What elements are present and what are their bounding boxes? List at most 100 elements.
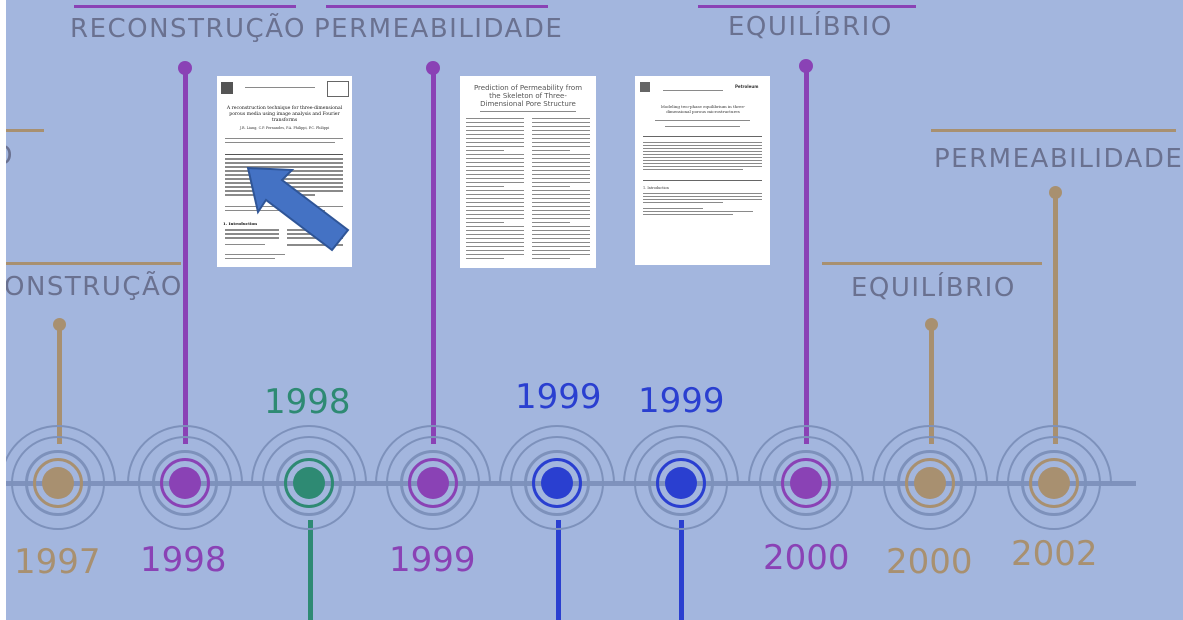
text-line <box>532 146 590 147</box>
node-2000-purple-core <box>790 467 822 499</box>
paper-authors: J.R. Liang, C.P. Fernandes, P.A. Philipp… <box>239 126 330 130</box>
year-1999-purple: 1999 <box>389 540 476 580</box>
text-line <box>532 238 590 239</box>
node-2000-purple-ring <box>781 458 831 508</box>
text-line <box>532 222 570 223</box>
text-line <box>466 202 524 203</box>
paper-thumbnail-equilibrium[interactable]: Petroleum Modeling two-phase equilibrium… <box>635 76 770 265</box>
text-line <box>466 234 524 235</box>
topic-bar-reconstrucao-left <box>6 262 181 265</box>
node-1998-green-core <box>293 467 325 499</box>
pin-1997 <box>53 318 66 331</box>
node-1999-purple-ring <box>408 458 458 508</box>
topic-label-permeabilidade-right: PERMEABILIDADE <box>934 144 1183 174</box>
node-1999-blue-a-ring <box>510 436 604 530</box>
text-line <box>532 194 590 195</box>
text-line <box>532 158 590 159</box>
text-line <box>466 242 524 243</box>
pin-2000-purple <box>799 59 813 73</box>
node-1998-purple-ring <box>138 436 232 530</box>
text-line <box>532 118 590 119</box>
text-line <box>466 222 504 223</box>
topic-label-permeabilidade-top: PERMEABILIDADE <box>314 14 564 44</box>
node-1999-blue-a-core <box>541 467 573 499</box>
node-1999-blue-a-ring <box>532 458 582 508</box>
node-1999-blue-b-core <box>665 467 697 499</box>
text-line <box>466 154 524 155</box>
publisher-logo-icon <box>640 82 650 92</box>
text-line <box>466 122 524 123</box>
text-line <box>532 214 590 215</box>
text-line <box>532 126 590 127</box>
text-line <box>532 258 570 259</box>
node-1997-core <box>42 467 74 499</box>
node-1999-blue-b-ring <box>634 436 728 530</box>
node-1997-ring <box>25 450 91 516</box>
text-line <box>466 194 524 195</box>
node-1997-ring <box>11 436 105 530</box>
text-line <box>532 170 590 171</box>
year-1999-blue-a: 1999 <box>515 377 602 417</box>
text-line <box>466 230 524 231</box>
pin-2000-gold <box>925 318 938 331</box>
node-2002-ring <box>1007 436 1101 530</box>
text-line <box>466 226 524 227</box>
pin-1998-purple <box>178 61 192 75</box>
text-line <box>532 138 590 139</box>
topic-bar-reconstrucao-top <box>74 5 296 8</box>
text-line <box>532 254 590 255</box>
text-line <box>532 198 590 199</box>
timeline-stage: RECONSTRUÇÃO PERMEABILIDADE EQUILÍBRIO P… <box>6 0 1183 620</box>
text-line <box>466 182 524 183</box>
topic-bar-permeabilidade-top <box>326 5 548 8</box>
stem-1998-purple <box>183 68 188 444</box>
text-line <box>466 166 524 167</box>
stem-2002 <box>1053 193 1058 444</box>
text-line <box>466 186 504 187</box>
topic-bar-equilibrio-right <box>822 262 1042 265</box>
text-line <box>532 250 590 251</box>
text-line <box>532 206 590 207</box>
text-line <box>532 230 590 231</box>
text-line <box>466 134 524 135</box>
text-line <box>532 166 590 167</box>
paper-title: A reconstruction technique for three-dim… <box>226 106 343 123</box>
text-line <box>532 234 590 235</box>
node-2000-gold-ring <box>883 436 977 530</box>
stem-1999-purple <box>431 68 436 444</box>
year-2000-gold: 2000 <box>886 542 973 582</box>
stem-1999-blue-a <box>556 520 561 620</box>
text-line <box>466 174 524 175</box>
text-line <box>532 178 590 179</box>
stem-2000-purple <box>804 66 809 444</box>
text-line <box>466 218 524 219</box>
text-line <box>532 218 590 219</box>
topic-label-reconstrucao-top: RECONSTRUÇÃO <box>70 14 306 44</box>
paper-title: Modeling two-phase equilibrium in three-… <box>660 104 746 114</box>
node-2000-gold-core <box>914 467 946 499</box>
node-1999-purple-core <box>417 467 449 499</box>
text-line <box>532 154 590 155</box>
paper-section-heading: 1. Introduction <box>643 186 669 190</box>
publisher-logo-icon <box>221 82 233 94</box>
node-1998-green-ring <box>276 450 342 516</box>
paper-thumbnail-permeability[interactable]: Prediction of Permeability from the Skel… <box>460 76 596 268</box>
text-line <box>532 174 590 175</box>
year-1999-blue-b: 1999 <box>638 381 725 421</box>
arrow-pointer-icon <box>246 166 350 252</box>
node-1998-purple-core <box>169 467 201 499</box>
stem-1999-blue-b <box>679 520 684 620</box>
node-1999-blue-a-ring <box>524 450 590 516</box>
text-line <box>466 178 524 179</box>
paper-title: Prediction of Permeability from the Skel… <box>473 84 583 108</box>
node-1998-green-ring <box>284 458 334 508</box>
node-1998-purple-ring <box>160 458 210 508</box>
node-2002-ring <box>1021 450 1087 516</box>
node-1998-green-ring <box>262 436 356 530</box>
text-line <box>532 162 590 163</box>
text-line <box>466 210 524 211</box>
text-line <box>466 258 504 259</box>
text-line <box>466 246 524 247</box>
node-2000-purple-ring <box>773 450 839 516</box>
text-line <box>532 190 590 191</box>
